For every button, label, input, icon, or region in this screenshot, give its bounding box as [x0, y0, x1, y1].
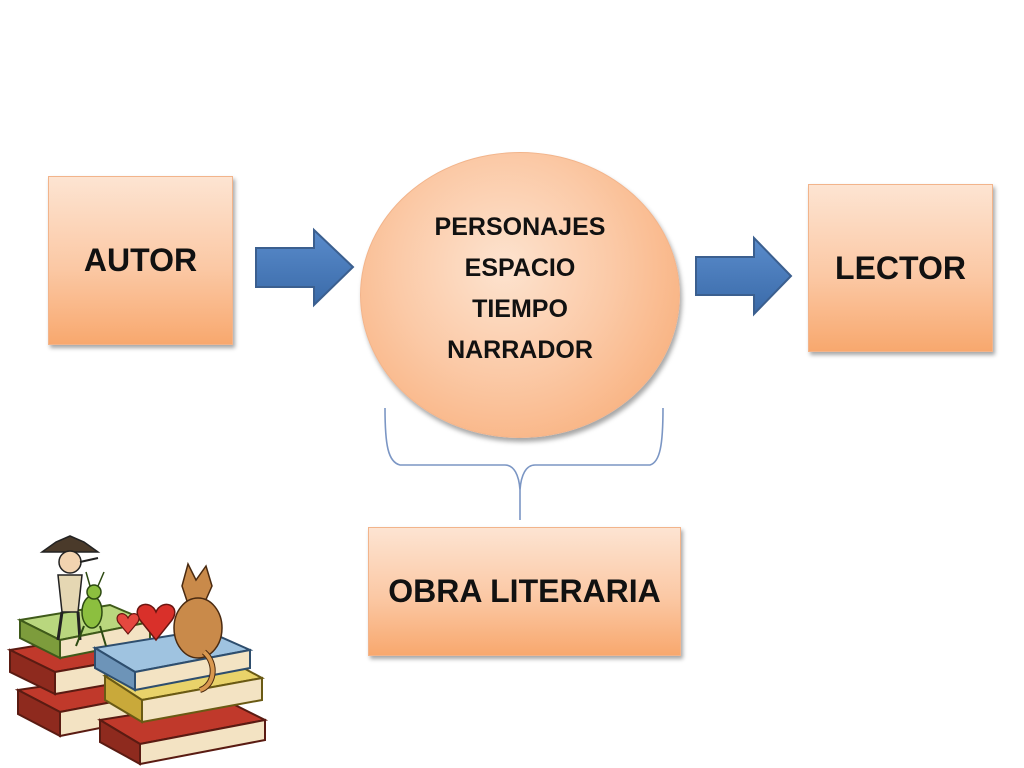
author-label: AUTOR	[83, 242, 198, 278]
literary-work-box: OBRA LITERARIA	[368, 527, 681, 656]
reader-box: LECTOR	[808, 184, 993, 352]
literary-elements-circle: PERSONAJES ESPACIO TIEMPO NARRADOR	[360, 152, 680, 438]
man-with-hat-figure	[39, 535, 101, 641]
red-hearts	[116, 603, 176, 642]
element-characters: PERSONAJES	[434, 213, 606, 241]
literary-work-label: OBRA LITERARIA	[388, 573, 661, 609]
element-space: ESPACIO	[464, 254, 576, 282]
element-time: TIEMPO	[472, 295, 568, 323]
element-narrator: NARRADOR	[447, 336, 593, 364]
book-stack-right	[92, 628, 269, 766]
arrow-author-to-elements	[255, 227, 355, 308]
reader-label: LECTOR	[835, 249, 966, 286]
author-box: AUTOR	[48, 176, 233, 345]
arrow-elements-to-reader	[695, 235, 793, 317]
curly-bracket	[384, 407, 664, 520]
fox-figure	[173, 561, 223, 693]
grasshopper-figure	[75, 571, 107, 647]
